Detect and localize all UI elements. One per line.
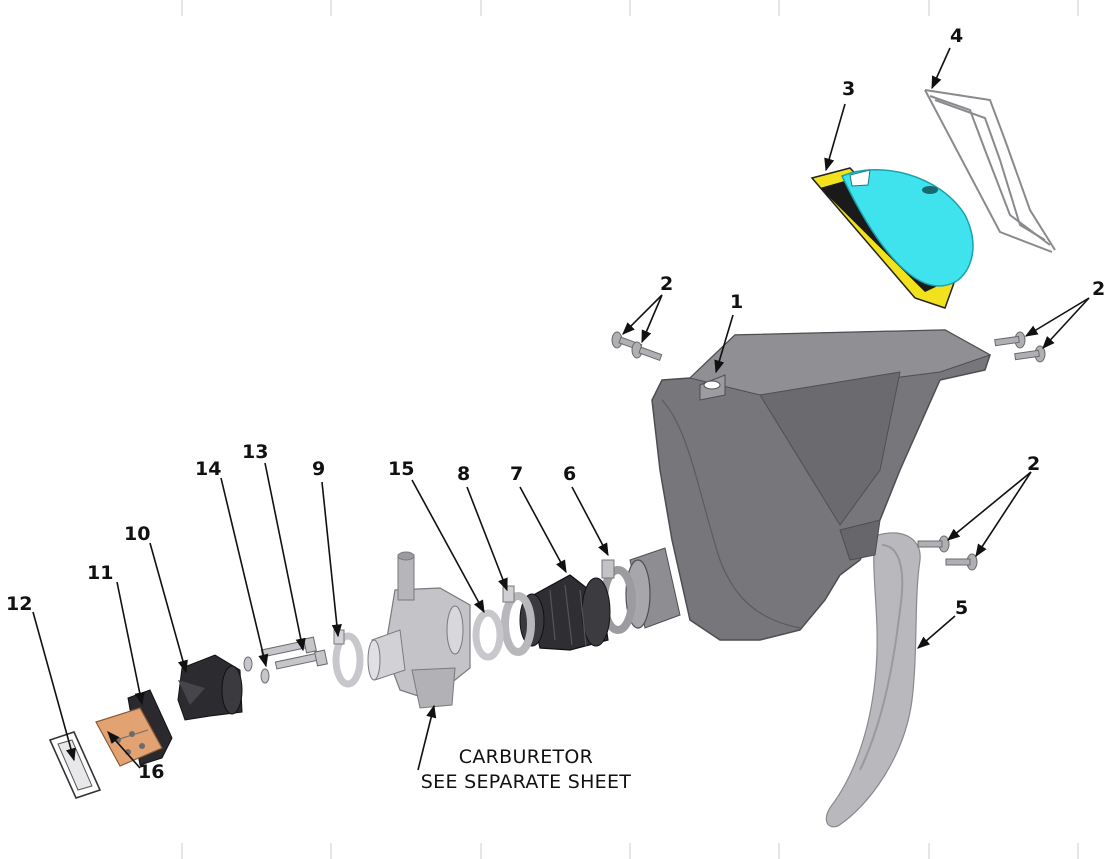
part-7-intake-boot — [519, 574, 611, 651]
part-15-ring — [472, 609, 504, 661]
callout-6: 6 — [563, 463, 576, 485]
border-ticks — [181, 0, 1079, 859]
callout-7: 7 — [510, 463, 523, 485]
callout-2-bottom-right: 2 — [1027, 453, 1040, 475]
bolt-icon — [274, 649, 328, 670]
bolt-icon — [260, 636, 317, 658]
callout-2-top-left: 2 — [660, 273, 673, 295]
part-2-screws-top-right — [994, 331, 1046, 363]
screw-icon — [994, 331, 1026, 349]
note-line-1: CARBURETOR — [459, 746, 593, 768]
callout-4: 4 — [950, 25, 963, 47]
callout-12: 12 — [6, 593, 32, 615]
carburetor-note: CARBURETOR SEE SEPARATE SHEET — [421, 746, 631, 793]
part-13-14-bolts — [243, 636, 328, 684]
callout-13: 13 — [242, 441, 268, 463]
part-10-intake-manifold — [177, 654, 243, 721]
callout-16: 16 — [138, 761, 164, 783]
callout-9: 9 — [312, 458, 325, 480]
washer-icon — [260, 668, 270, 684]
screw-icon — [945, 553, 978, 571]
callout-15: 15 — [388, 458, 414, 480]
callout-14: 14 — [195, 458, 221, 480]
part-5-mud-guard — [825, 532, 921, 828]
callout-10: 10 — [124, 523, 150, 545]
leader-lines — [32, 47, 1090, 771]
part-4-filter-cage — [924, 89, 1056, 253]
part-1-airbox — [625, 329, 992, 641]
part-8-hose-clamp — [501, 585, 535, 656]
part-2-screws-bottom-right — [917, 535, 978, 571]
part-12-gasket — [48, 731, 102, 799]
note-line-2: SEE SEPARATE SHEET — [421, 771, 631, 793]
part-9-hose-clamp — [332, 629, 364, 688]
callout-labels: 1 2 2 2 3 4 5 6 7 8 9 10 11 12 13 14 15 … — [6, 25, 1105, 783]
part-2-screws-top-left — [611, 331, 663, 361]
washer-icon — [243, 656, 253, 672]
callout-2-top-right: 2 — [1092, 278, 1105, 300]
screw-icon — [1014, 345, 1046, 363]
callout-8: 8 — [457, 463, 470, 485]
callout-1: 1 — [730, 291, 743, 313]
part-3-air-filter — [810, 167, 974, 309]
callout-3: 3 — [842, 78, 855, 100]
carburetor — [367, 551, 471, 709]
screw-icon — [631, 341, 663, 361]
callout-11: 11 — [87, 562, 113, 584]
screw-icon — [917, 535, 950, 553]
callout-5: 5 — [955, 597, 968, 619]
